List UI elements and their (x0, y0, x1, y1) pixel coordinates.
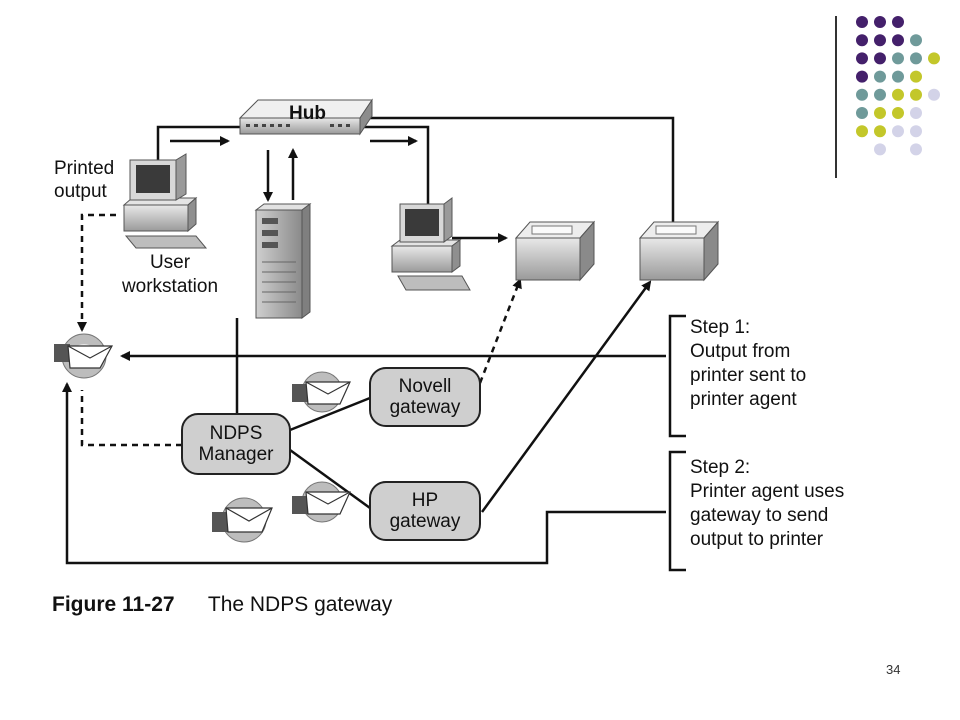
ndps-manager-label: NDPS Manager (182, 423, 290, 465)
decorative-dot (856, 70, 868, 83)
arrow-hp-to-printer2 (480, 280, 652, 513)
decorative-dot (874, 88, 886, 101)
link-hub-client (360, 125, 430, 210)
step1-bracket (668, 314, 686, 438)
step1-line3: printer agent (690, 389, 797, 410)
link-manager-novell (289, 396, 371, 432)
printer-2 (638, 220, 720, 282)
dashed-lines (77, 213, 522, 447)
novell-gateway-box (369, 367, 481, 427)
decorative-dot (874, 16, 886, 28)
hub-device (238, 98, 373, 136)
ndps-manager-label-line1: NDPS (209, 423, 263, 444)
step2-line3: output to printer (690, 529, 824, 550)
decorative-dot (892, 88, 904, 101)
step2-line2: gateway to send (690, 505, 829, 526)
step2-text: Step 2: Printer agent uses gateway to se… (690, 456, 844, 552)
figure-caption: Figure 11-27 The NDPS gateway (52, 593, 392, 617)
user-workstation-label-line1: User (149, 252, 191, 273)
link-manager-hp (289, 448, 371, 510)
network-lines (62, 116, 675, 565)
decorative-dot (892, 16, 904, 28)
user-workstation-computer (122, 153, 208, 249)
decorative-dot (910, 143, 922, 156)
decorative-dot (910, 107, 922, 119)
printer-1 (514, 220, 596, 282)
hp-gateway-label-line2: gateway (389, 511, 461, 532)
ndps-manager-label-line2: Manager (198, 444, 274, 465)
step2-bracket (668, 450, 686, 572)
figure-title: The NDPS gateway (207, 593, 393, 616)
decorative-dot (856, 52, 868, 65)
hub-label: Hub (289, 103, 326, 124)
hp-gateway-label: HP gateway (370, 490, 480, 532)
decorative-dot (892, 34, 904, 47)
server-tower (254, 203, 312, 319)
decorative-dot (910, 125, 922, 138)
link-hub-printer2 (360, 116, 675, 225)
decorative-dot (928, 88, 940, 101)
hp-gateway-label-line1: HP (411, 490, 439, 511)
novell-gateway-label-line2: gateway (389, 397, 461, 418)
step2-title: Step 2: (690, 457, 751, 478)
decorative-dot (910, 52, 922, 65)
printed-output-label-line1: Printed (54, 158, 115, 179)
decorative-dot (892, 70, 904, 83)
divider-line (835, 16, 837, 178)
decorative-dot (856, 107, 868, 119)
decorative-dot (856, 125, 868, 138)
decorative-dot-grid (856, 16, 940, 156)
link-hub-workstation (156, 125, 240, 165)
printer-agent-icon-main (54, 333, 114, 379)
step1-line2: printer sent to (690, 365, 807, 386)
figure-number: Figure 11-27 (52, 593, 175, 616)
decorative-dot (892, 52, 904, 65)
decorative-dot (910, 88, 922, 101)
step1-text: Step 1: Output from printer sent to prin… (690, 316, 806, 412)
dashed-workstation-to-agent (77, 213, 116, 332)
novell-gateway-label: Novell gateway (370, 376, 480, 418)
novell-gateway-label-line1: Novell (398, 376, 452, 397)
decorative-dot (874, 70, 886, 83)
decorative-dot (892, 125, 904, 138)
step2-line1: Printer agent uses (690, 481, 845, 502)
decorative-dot (874, 125, 886, 138)
arrow-step2-to-agent (62, 382, 666, 565)
decorative-dot (874, 143, 886, 156)
decorative-dot (856, 88, 868, 101)
printer-agent-icon-extra (212, 497, 273, 543)
decorative-dot (856, 34, 868, 47)
dashed-manager-to-agent (80, 390, 182, 447)
hp-gateway-box (369, 481, 481, 541)
decorative-dot (856, 16, 868, 28)
step1-line1: Output from (690, 341, 791, 362)
client-workstation-computer (390, 197, 471, 291)
step1-title: Step 1: (690, 317, 751, 338)
decorative-dot (910, 70, 922, 83)
decorative-dot (928, 52, 940, 65)
printer-agent-icon-hp (292, 481, 351, 523)
decorative-dot (892, 107, 904, 119)
decorative-dot (874, 107, 886, 119)
dashed-novell-to-printer1 (478, 278, 522, 384)
printer-agent-icon-novell (292, 371, 351, 413)
decorative-dot (874, 34, 886, 47)
ndps-manager-box (181, 413, 291, 475)
page-number: 34 (886, 662, 901, 677)
user-workstation-label-line2: workstation (121, 276, 219, 297)
printed-output-label-line2: output (54, 181, 107, 202)
decorative-dot (874, 52, 886, 65)
decorative-dot (910, 34, 922, 47)
